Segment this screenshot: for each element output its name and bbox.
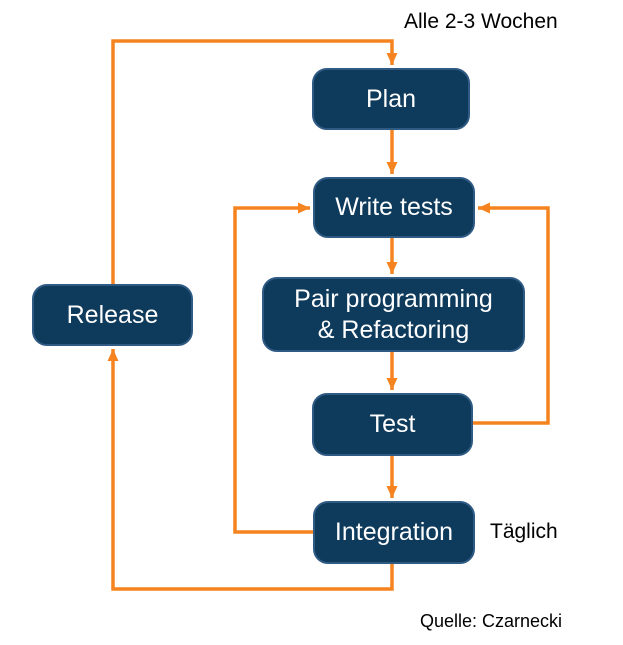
source-label: Quelle: Czarnecki: [420, 611, 563, 631]
node-pair-programming-refactoring: Pair programming & Refactoring: [262, 277, 525, 352]
node-release: Release: [32, 284, 193, 346]
interval-label: Alle 2-3 Wochen: [404, 10, 558, 33]
node-test: Test: [312, 393, 473, 456]
node-plan: Plan: [312, 68, 470, 130]
daily-label: Täglich: [490, 520, 558, 543]
node-write-tests: Write tests: [313, 177, 475, 238]
node-integration: Integration: [313, 501, 475, 564]
connector-integration-to-write-tests: [233, 202, 313, 534]
